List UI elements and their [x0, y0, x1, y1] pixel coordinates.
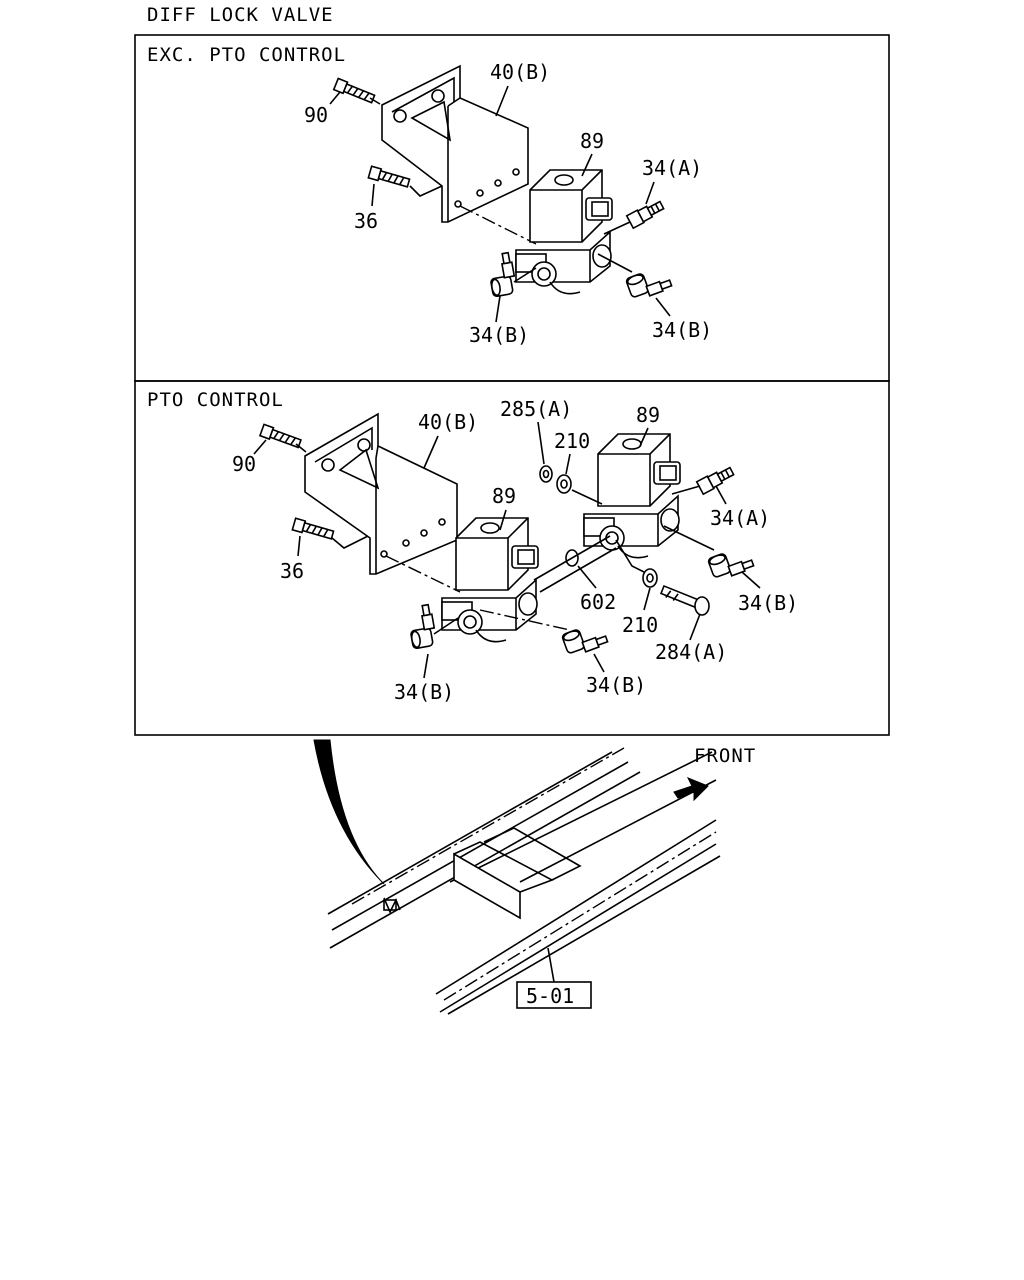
- solenoid-valve-89-right: [583, 433, 681, 559]
- fitting-34b-left: [405, 603, 438, 650]
- callout-34b-right: 34(B): [652, 318, 712, 342]
- reference-label: 5-01: [526, 984, 574, 1008]
- callout-34b-right: 34(B): [738, 591, 798, 615]
- bolt-90: [259, 423, 303, 451]
- callout-34a: 34(A): [710, 506, 770, 530]
- bolt-90: [332, 77, 377, 106]
- washer-210-top: [556, 474, 572, 494]
- panel-heading: EXC. PTO CONTROL: [147, 44, 346, 66]
- callout-34b-center: 34(B): [586, 673, 646, 697]
- fitting-34b-right: [624, 264, 674, 303]
- reference-box: [516, 981, 592, 1009]
- callout-36: 36: [354, 209, 378, 233]
- callout-89-left: 89: [492, 484, 516, 508]
- diagram-title: DIFF LOCK VALVE: [147, 4, 334, 26]
- callout-90: 90: [232, 452, 256, 476]
- fitting-34b-center: [560, 620, 610, 659]
- callout-602: 602: [580, 590, 616, 614]
- callout-210-bottom: 210: [622, 613, 658, 637]
- fitting-34a: [695, 464, 736, 495]
- bolt-284a: [659, 584, 710, 616]
- callout-89: 89: [580, 129, 604, 153]
- chassis-locator: FRONT 5-01: [313, 739, 756, 1015]
- nut-285a: [539, 465, 553, 483]
- fitting-34b-left: [485, 251, 518, 298]
- bolt-36: [291, 517, 335, 542]
- front-arrow-icon: [673, 777, 709, 802]
- callout-90: 90: [304, 103, 328, 127]
- bracket-40b: [304, 412, 458, 575]
- callout-34a: 34(A): [642, 156, 702, 180]
- panel-heading: PTO CONTROL: [147, 389, 284, 411]
- bracket-40b: [381, 64, 529, 223]
- oring-602: [565, 549, 579, 567]
- callout-210-top: 210: [554, 429, 590, 453]
- locator-pointer: [313, 739, 385, 885]
- callout-36: 36: [280, 559, 304, 583]
- panel-pto-frame: [134, 380, 890, 736]
- solenoid-valve-89-left: [441, 517, 539, 643]
- panel-exc-pto-control: EXC. PTO CONTROL 40(B) 90 36: [147, 44, 712, 347]
- callout-285a: 285(A): [500, 397, 572, 421]
- washer-210-bottom: [642, 568, 658, 588]
- callout-40b: 40(B): [418, 410, 478, 434]
- callout-34b-left: 34(B): [469, 323, 529, 347]
- front-label: FRONT: [694, 745, 756, 767]
- callout-34b-left: 34(B): [394, 680, 454, 704]
- callout-89-right: 89: [636, 403, 660, 427]
- valve-location-marker: [383, 897, 401, 914]
- callout-40b: 40(B): [490, 60, 550, 84]
- callout-284a: 284(A): [655, 640, 727, 664]
- solenoid-valve-89: [515, 169, 613, 295]
- panel-pto-control: PTO CONTROL 40(B) 90 36: [147, 389, 798, 704]
